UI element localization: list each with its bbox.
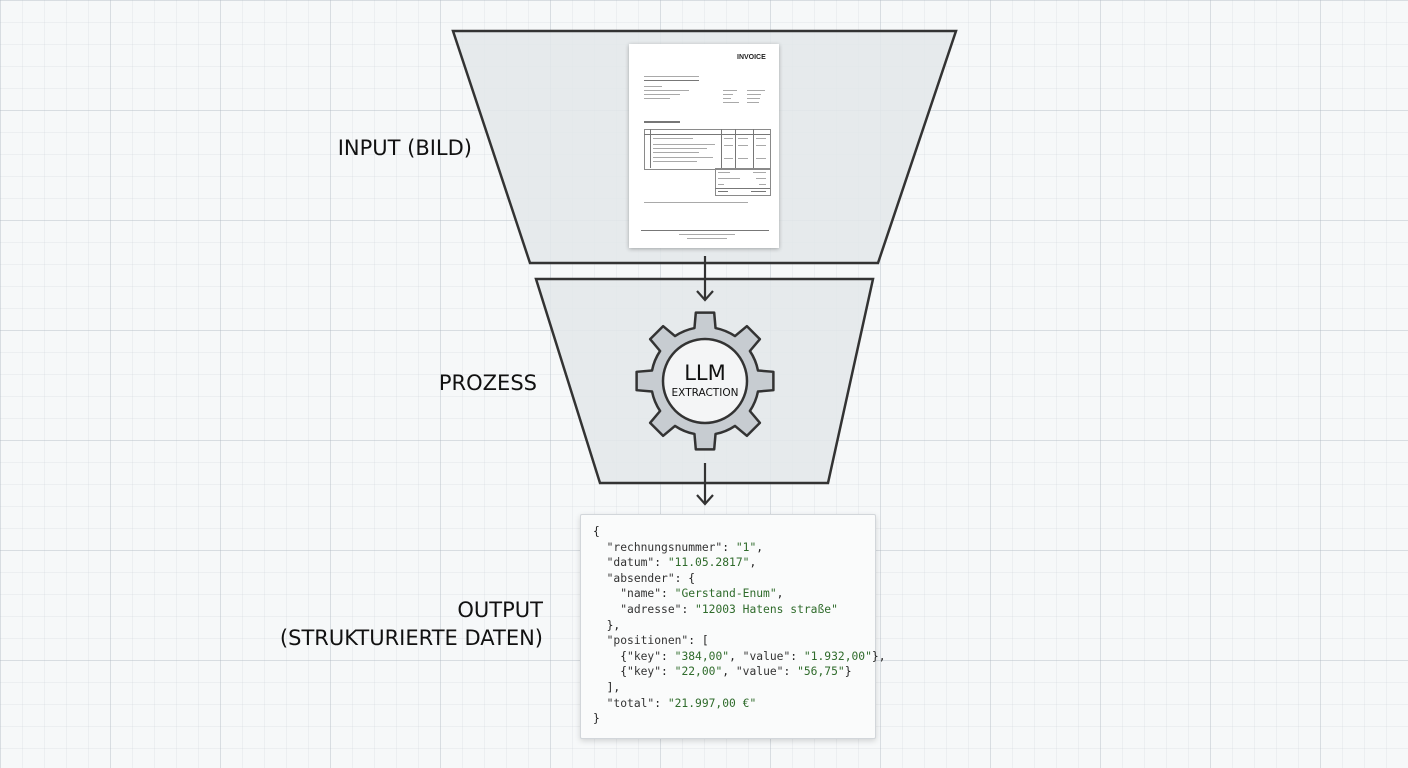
process-stage-label: PROZESS xyxy=(380,369,537,397)
json-line: "name": "Gerstand-Enum", xyxy=(593,586,886,602)
gear-inner-circle xyxy=(661,337,749,425)
json-string: "1" xyxy=(735,540,757,554)
json-punctuation: : xyxy=(654,556,668,570)
input-label-text: INPUT (BILD) xyxy=(337,136,472,160)
json-punctuation: : { xyxy=(674,571,696,585)
gear-title: LLM xyxy=(684,361,726,385)
input-stage-label: INPUT (BILD) xyxy=(300,134,472,162)
json-output-card: { "rechnungsnummer": "1", "datum": "11.0… xyxy=(580,514,886,739)
output-stage-label: OUTPUT (STRUKTURIERTE DATEN) xyxy=(240,596,543,652)
json-code: { "rechnungsnummer": "1", "datum": "11.0… xyxy=(593,524,886,727)
output-label-line2: (STRUKTURIERTE DATEN) xyxy=(279,626,543,650)
json-key: "absender" xyxy=(606,571,675,585)
json-punctuation: } xyxy=(593,712,600,726)
json-punctuation: }, xyxy=(871,649,886,663)
json-key: "value" xyxy=(735,665,784,679)
json-key: "name" xyxy=(620,587,662,601)
json-line: {"key": "22,00", "value": "56,75"} xyxy=(593,664,886,680)
json-punctuation: , xyxy=(749,556,757,570)
json-punctuation: : [ xyxy=(688,634,709,648)
json-line: "rechnungsnummer": "1", xyxy=(593,540,886,556)
json-line: } xyxy=(593,711,886,727)
json-punctuation xyxy=(593,587,620,600)
json-line: {"key": "384,00", "value": "1.932,00"}, xyxy=(593,649,886,665)
json-punctuation: }, xyxy=(593,618,621,632)
json-punctuation: ], xyxy=(593,680,621,694)
json-key: "value" xyxy=(742,649,791,663)
json-key: "key" xyxy=(627,665,662,679)
json-key: "key" xyxy=(627,649,662,663)
json-punctuation: { xyxy=(593,649,628,663)
json-line: "absender": { xyxy=(593,571,886,587)
arrow-process-to-output xyxy=(696,463,714,506)
json-string: "384,00" xyxy=(674,649,730,663)
json-line: "total": "21.997,00 €" xyxy=(593,696,886,712)
json-key: "total" xyxy=(606,696,655,710)
json-key: "datum" xyxy=(606,556,655,570)
json-punctuation: , xyxy=(776,587,784,601)
json-string: "21.997,00 €" xyxy=(667,696,757,710)
json-punctuation xyxy=(593,541,607,554)
json-string: "56,75" xyxy=(797,665,845,679)
invoice-title: INVOICE xyxy=(737,54,766,61)
json-punctuation: { xyxy=(593,665,628,679)
json-punctuation: : xyxy=(681,602,696,616)
json-punctuation: : xyxy=(661,649,675,663)
json-punctuation xyxy=(593,603,620,616)
json-key: "positionen" xyxy=(606,634,689,648)
json-line: "datum": "11.05.2817", xyxy=(593,555,886,571)
output-label-line1: OUTPUT xyxy=(457,598,543,622)
json-punctuation: : xyxy=(783,665,798,679)
json-line: }, xyxy=(593,618,886,634)
json-punctuation: , xyxy=(756,540,764,554)
json-punctuation: , xyxy=(729,649,743,663)
arrow-input-to-process xyxy=(696,256,714,302)
json-punctuation: : xyxy=(790,649,804,663)
json-punctuation: : xyxy=(661,665,675,679)
json-punctuation: } xyxy=(844,665,852,679)
json-key: "rechnungsnummer" xyxy=(606,540,723,554)
json-punctuation: : xyxy=(722,540,736,554)
json-punctuation xyxy=(593,697,607,710)
json-key: "adresse" xyxy=(620,602,682,616)
json-string: "11.05.2817" xyxy=(667,556,750,570)
json-line: { xyxy=(593,524,886,540)
json-string: "Gerstand-Enum" xyxy=(674,587,777,601)
process-label-text: PROZESS xyxy=(438,371,537,395)
gear-icon: LLM EXTRACTION xyxy=(635,311,775,451)
json-punctuation xyxy=(593,634,607,647)
gear-subtitle: EXTRACTION xyxy=(672,387,739,399)
json-punctuation: : xyxy=(661,587,675,601)
invoice-document: INVOICE xyxy=(629,44,779,248)
json-punctuation: { xyxy=(593,525,600,538)
json-punctuation xyxy=(593,572,607,585)
json-line: "positionen": [ xyxy=(593,633,886,649)
json-line: "adresse": "12003 Hatens straße" xyxy=(593,602,886,618)
json-punctuation: , xyxy=(722,665,736,679)
json-punctuation: : xyxy=(654,696,668,710)
json-punctuation xyxy=(593,556,607,569)
json-line: ], xyxy=(593,680,886,696)
json-string: "12003 Hatens straße" xyxy=(695,602,838,616)
json-string: "1.932,00" xyxy=(803,649,872,663)
json-string: "22,00" xyxy=(674,665,723,679)
